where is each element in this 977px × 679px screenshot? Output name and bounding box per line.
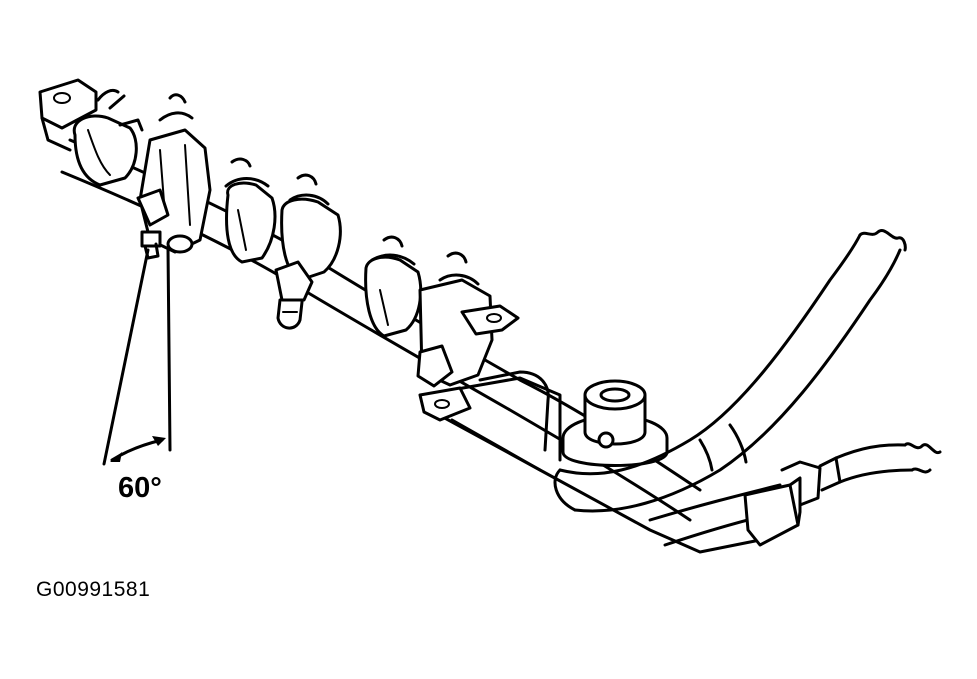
- injector-5: [364, 235, 423, 338]
- angle-label: 60°: [118, 472, 162, 504]
- arrowhead-right-icon: [152, 436, 166, 446]
- arrowhead-left-icon: [110, 452, 122, 462]
- rail-base-plate: [428, 370, 762, 554]
- angle-ray-right: [166, 246, 172, 452]
- injector-1: [72, 88, 144, 187]
- figure-code: G00991581: [36, 578, 151, 601]
- return-hose: [553, 229, 907, 513]
- injector-6: [416, 251, 520, 422]
- pressure-regulator: [561, 379, 669, 467]
- injector-3: [224, 157, 277, 264]
- left-mounting-bracket: [38, 78, 98, 152]
- injector-4: [274, 173, 342, 330]
- angle-ray-left: [102, 248, 150, 466]
- supply-line: [648, 442, 942, 547]
- angle-indicator: [102, 246, 172, 466]
- injector-2: [136, 93, 212, 260]
